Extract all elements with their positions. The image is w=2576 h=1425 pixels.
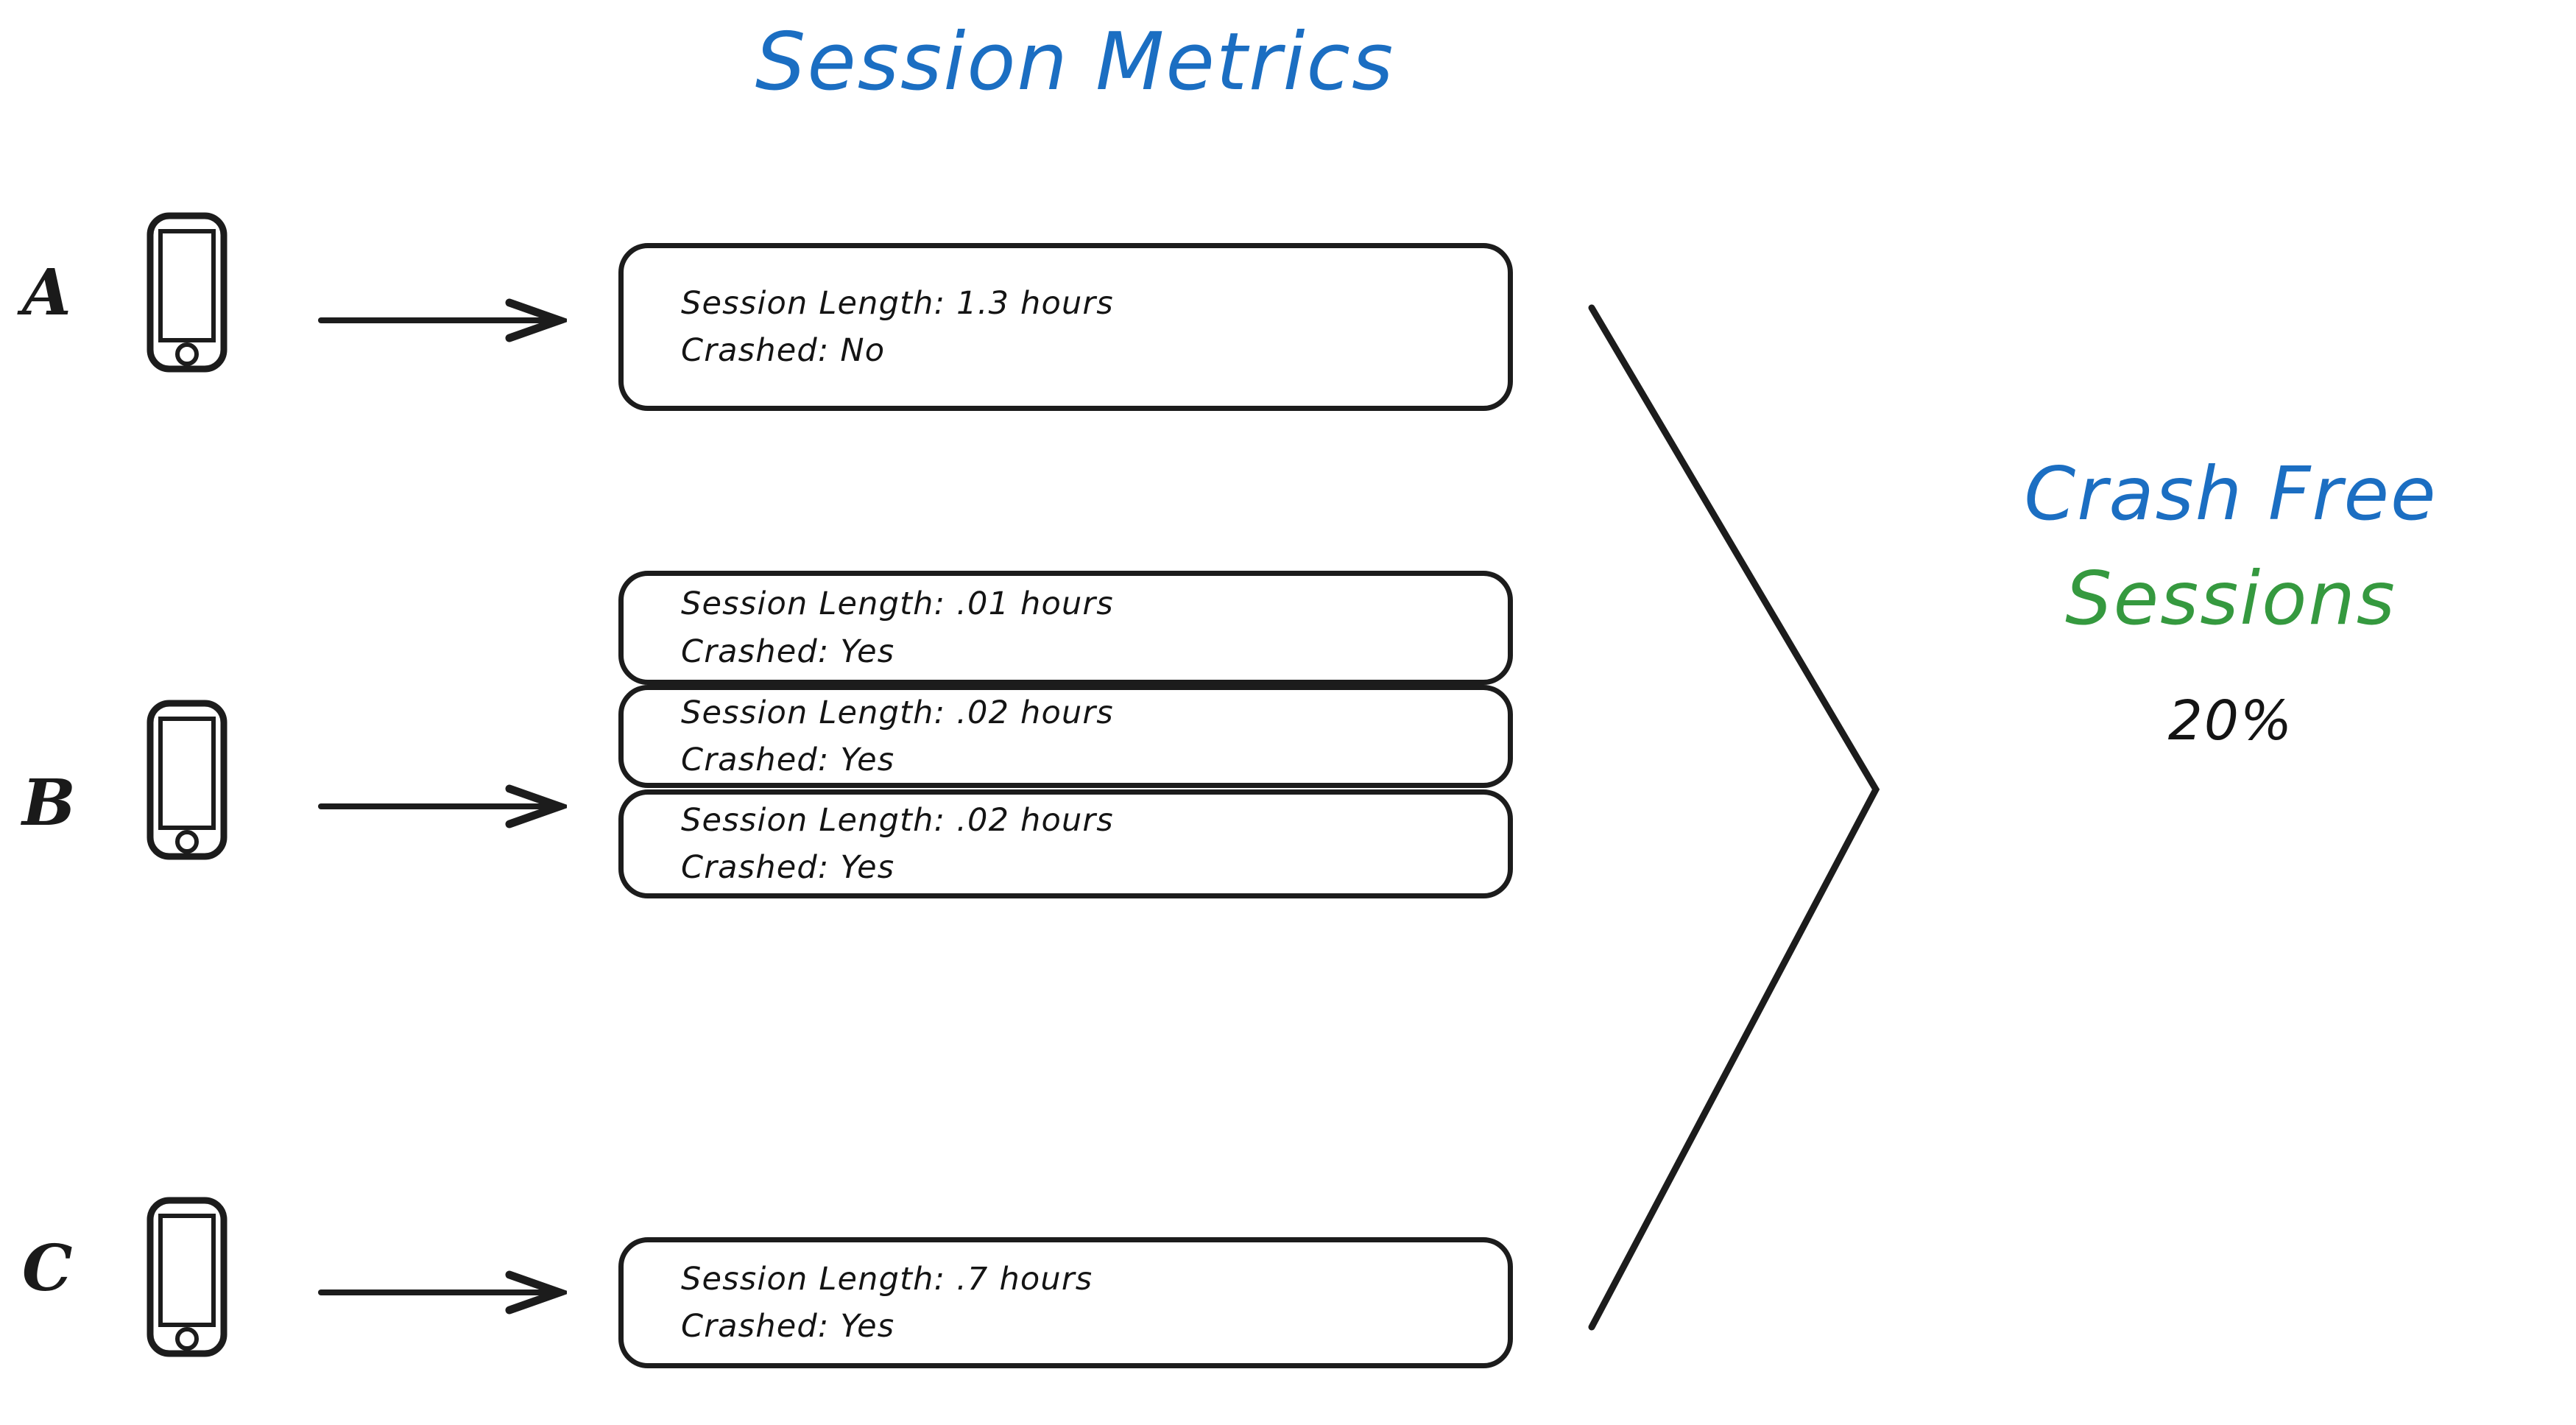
arrow-right-icon [317,1270,572,1315]
session-length-text: Session Length: .02 hours [681,801,1114,839]
device-label-a: A [22,261,71,325]
outcome-title-line1: Crash Free [2024,451,2438,537]
outcome-title-line2: Sessions [2065,555,2396,641]
device-label-b-text: B [22,766,76,840]
phone-icon [146,212,228,373]
device-label-c: C [22,1237,72,1301]
aggregation-chevron-icon [1561,295,1892,1343]
device-label-a-text: A [22,256,71,330]
session-length-text: Session Length: .01 hours [681,585,1114,622]
session-crashed-text: Crashed: Yes [681,742,895,778]
phone-icon [146,700,228,860]
outcome-block: Crash Free Sessions 20% [1899,442,2562,753]
session-crashed-text: Crashed: Yes [681,633,895,670]
session-card[interactable]: Session Length: .02 hours Crashed: Yes [618,685,1513,788]
session-card[interactable]: Session Length: .02 hours Crashed: Yes [618,789,1513,898]
outcome-value: 20% [2167,689,2294,753]
session-length-text: Session Length: .02 hours [681,694,1114,731]
session-crashed-text: Crashed: Yes [681,849,895,886]
session-crashed-text: Crashed: No [681,332,886,369]
session-card[interactable]: Session Length: .7 hours Crashed: Yes [618,1237,1513,1368]
device-label-b: B [22,772,76,835]
arrow-right-icon [317,298,572,342]
page-title: Session Metrics [755,16,1395,108]
device-label-c-text: C [22,1231,73,1306]
phone-icon [146,1197,228,1357]
arrow-right-icon [317,784,572,828]
session-crashed-text: Crashed: Yes [681,1308,895,1345]
session-length-text: Session Length: .7 hours [681,1260,1093,1298]
session-length-text: Session Length: 1.3 hours [681,284,1114,322]
session-card[interactable]: Session Length: 1.3 hours Crashed: No [618,243,1513,411]
session-card[interactable]: Session Length: .01 hours Crashed: Yes [618,571,1513,685]
